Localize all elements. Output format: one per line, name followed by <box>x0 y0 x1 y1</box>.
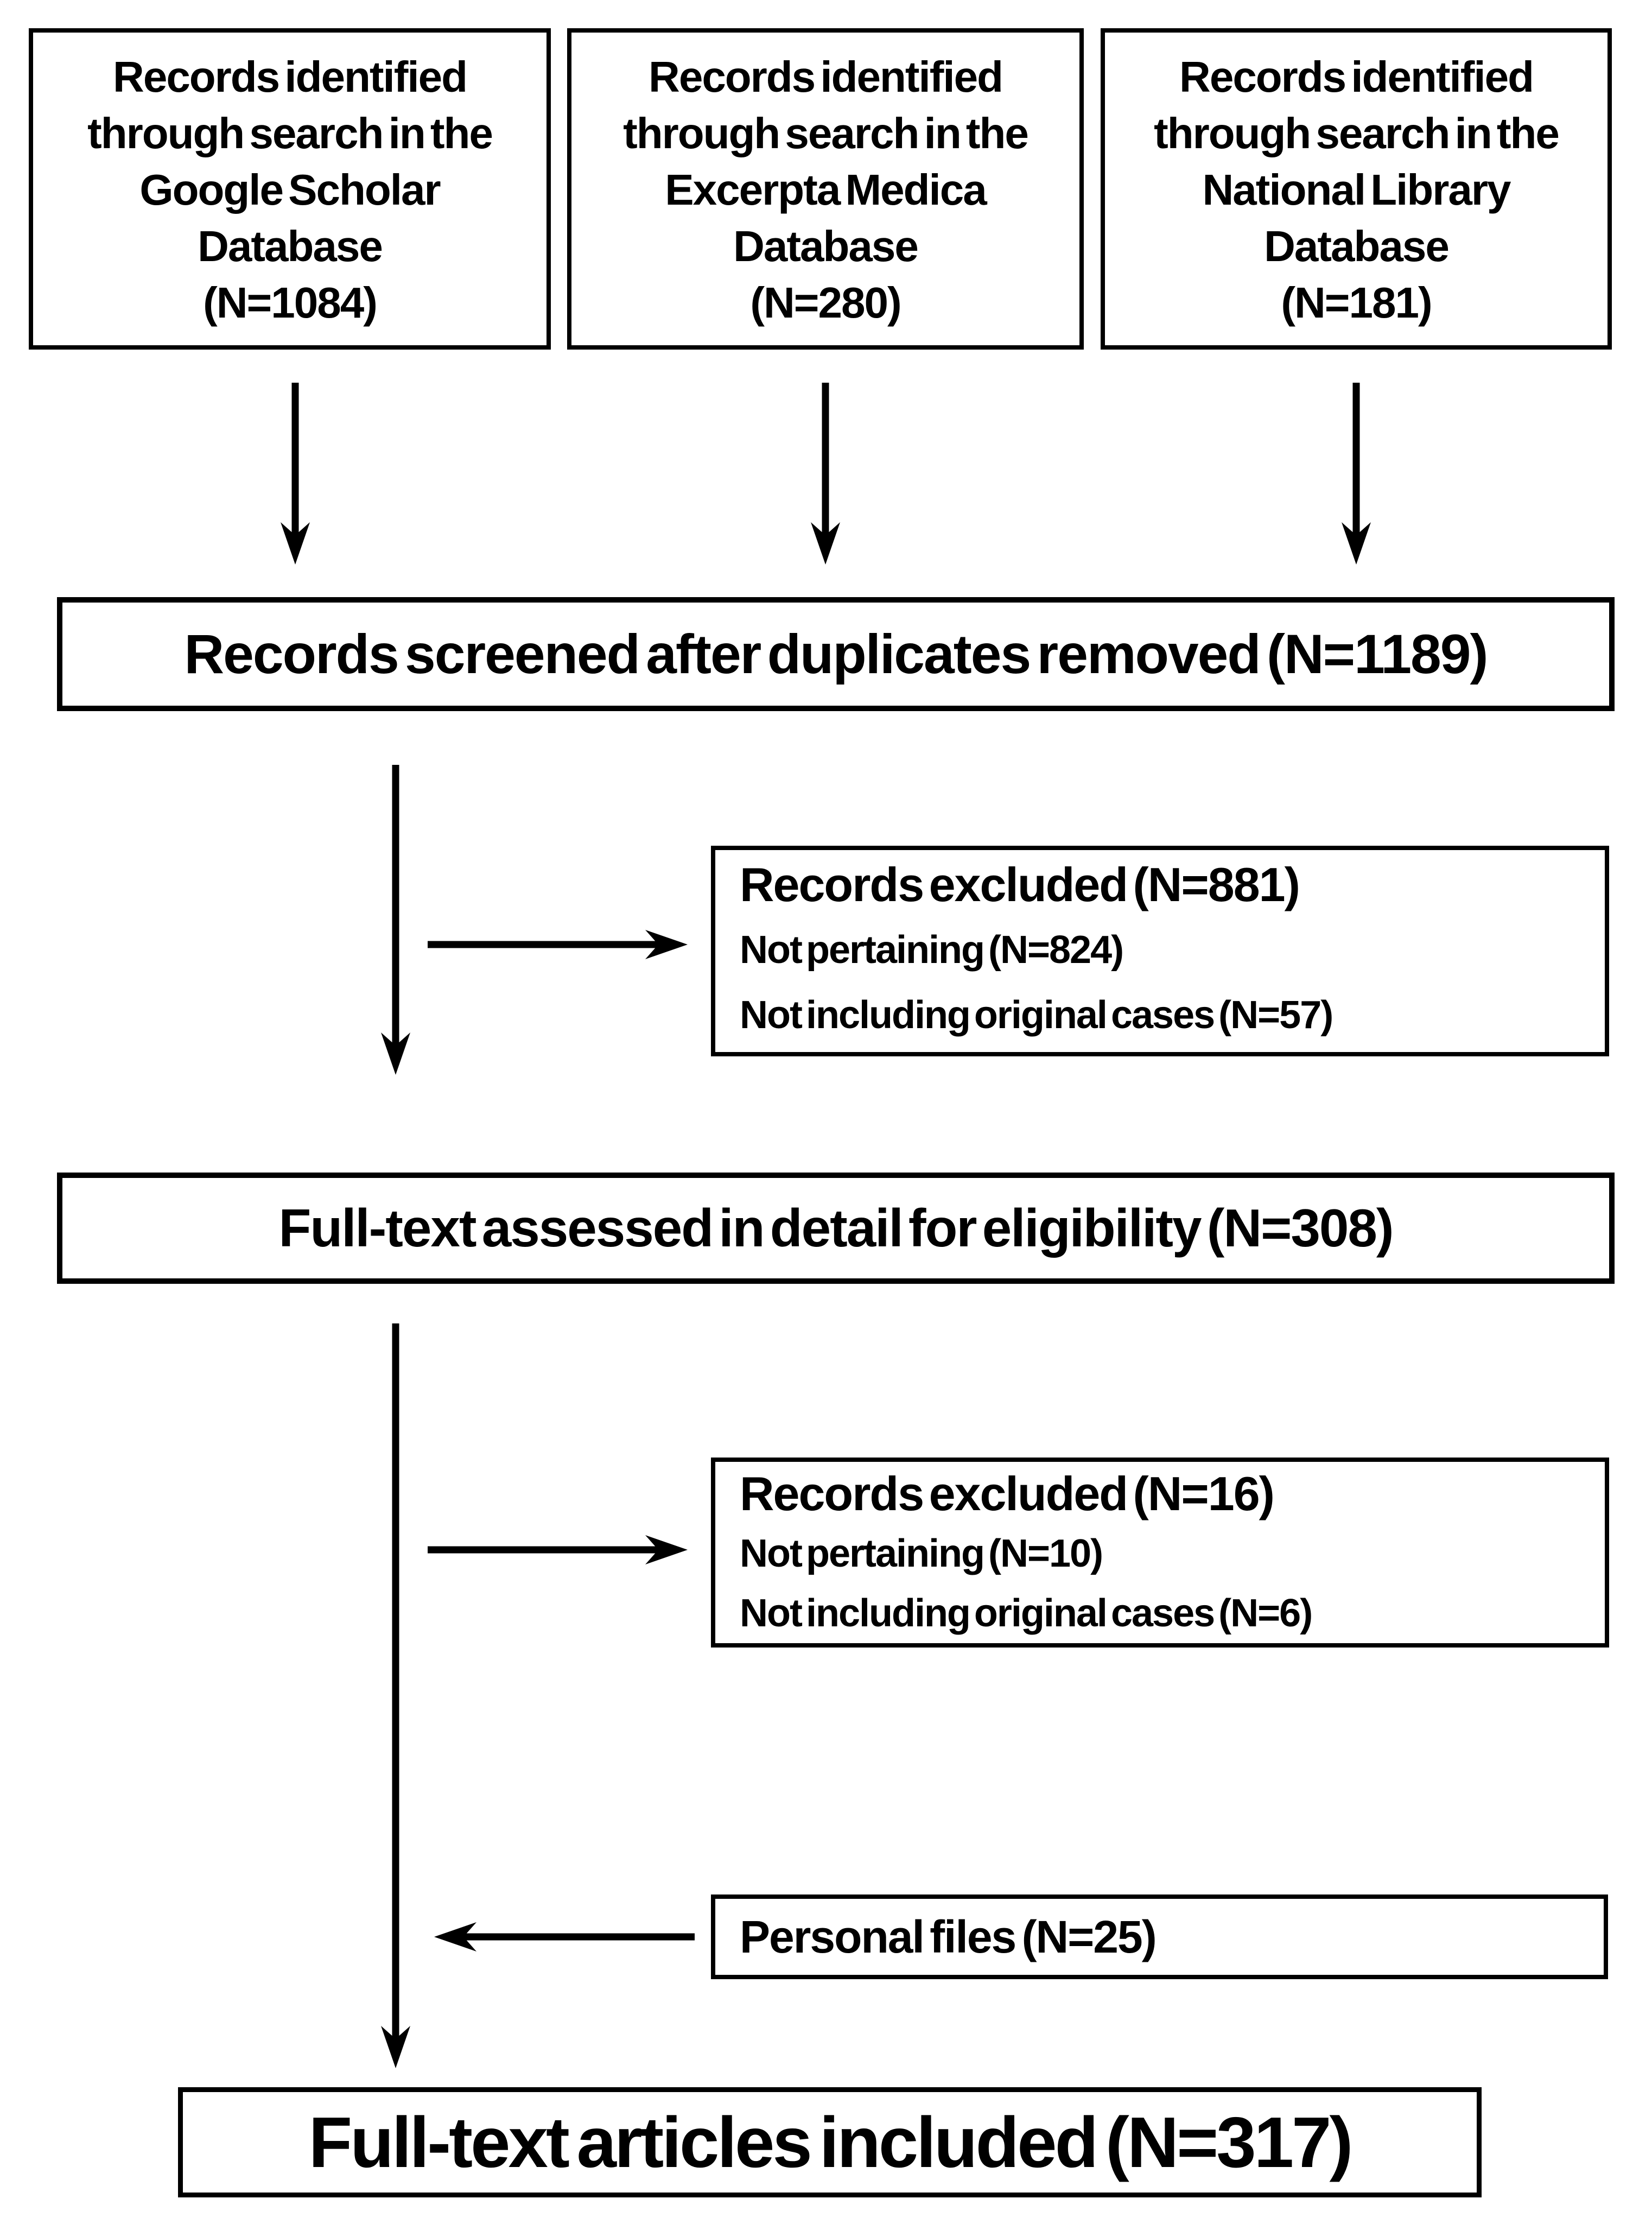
arrow-excerpta-medica-to-screened <box>811 383 840 565</box>
arrow-to-excluded-1 <box>428 930 688 959</box>
arrow-national-library-to-screened <box>1342 383 1371 565</box>
excluded-2-reason-1: Not pertaining (N=10) <box>740 1532 1103 1575</box>
excluded-1-reason-1: Not pertaining (N=824) <box>740 928 1124 972</box>
personal-files-box: Personal files (N=25) <box>711 1894 1608 1979</box>
assessed-box: Full-text assessed in detail for eligibi… <box>57 1173 1615 1284</box>
excluded-1-title: Records excluded (N=881) <box>740 858 1300 911</box>
excluded-2-title: Records excluded (N=16) <box>740 1467 1275 1520</box>
arrow-google-scholar-to-screened <box>281 383 310 565</box>
excluded-box-2: Records excluded (N=16) Not pertaining (… <box>711 1458 1609 1648</box>
source-box-google-scholar: Records identified through search in the… <box>29 28 551 350</box>
arrow-to-excluded-2 <box>428 1535 688 1564</box>
excluded-box-1: Records excluded (N=881) Not pertaining … <box>711 846 1609 1056</box>
arrow-personal-files-to-flow <box>434 1922 695 1951</box>
included-box: Full-text articles included (N=317) <box>178 2087 1482 2197</box>
excluded-2-reason-2: Not including original cases (N=6) <box>740 1592 1313 1635</box>
source-box-excerpta-medica: Records identified through search in the… <box>567 28 1084 350</box>
arrow-screened-to-assessed <box>381 765 410 1075</box>
arrow-assessed-to-included <box>381 1323 410 2068</box>
excluded-1-reason-2: Not including original cases (N=57) <box>740 993 1333 1037</box>
screened-box: Records screened after duplicates remove… <box>57 597 1615 711</box>
source-box-national-library: Records identified through search in the… <box>1101 28 1612 350</box>
